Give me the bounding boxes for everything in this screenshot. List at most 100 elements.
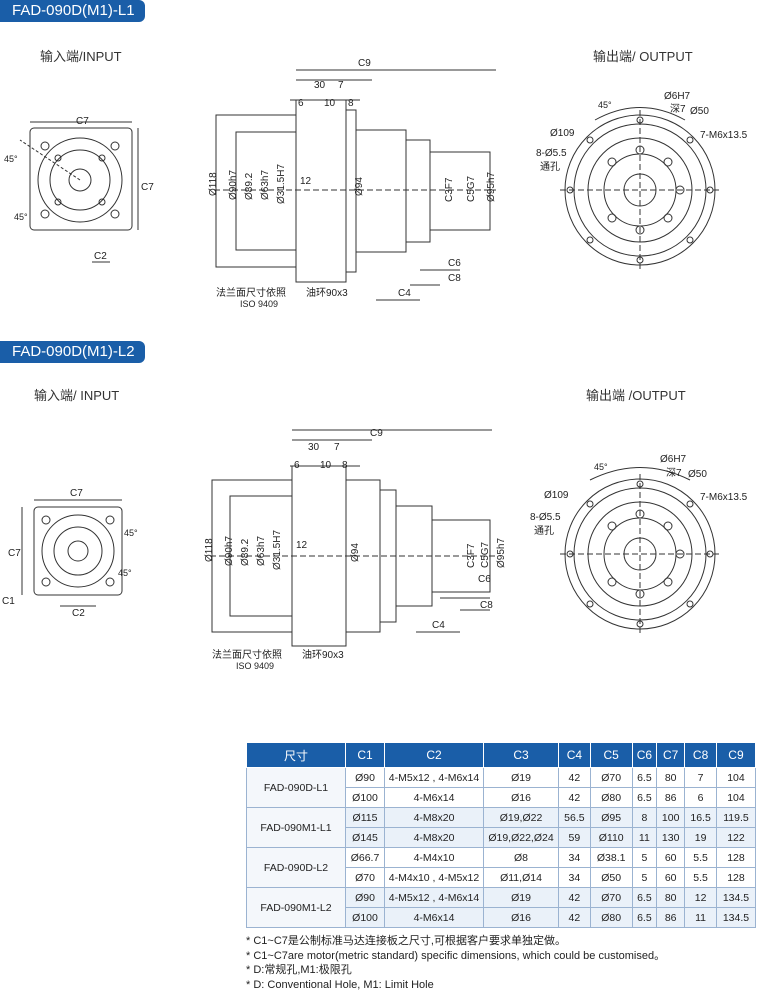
s2-c8: C8: [480, 600, 493, 611]
s1-phi892: Ø89.2: [244, 172, 255, 200]
dimension-table: 尺寸 C1 C2 C3 C4 C5 C6 C7 C8 C9 FAD-090D-L…: [246, 742, 757, 928]
s1-d6: 6: [298, 98, 304, 109]
s2-c6: C6: [478, 574, 491, 585]
table-cell: Ø80: [589, 907, 633, 928]
s1-out-45: 45°: [598, 100, 612, 110]
model-cell: FAD-090M1-L2: [246, 887, 346, 928]
s1-c9: C9: [358, 58, 371, 69]
table-cell: 4-M5x12 , 4-M6x14: [384, 887, 484, 908]
th-c7: C7: [656, 742, 686, 768]
s1-c6: C6: [448, 258, 461, 269]
table-cell: Ø19,Ø22,Ø24: [483, 827, 559, 848]
th-c5: C5: [589, 742, 633, 768]
table-cell: Ø115: [345, 807, 385, 828]
table-cell: 11: [631, 827, 658, 848]
table-cell: Ø8: [483, 847, 559, 868]
s1-c5: C5G7: [466, 175, 477, 202]
table-cell: Ø95: [589, 807, 633, 828]
table-cell: 5.5: [684, 847, 717, 868]
s2-d10: 10: [320, 460, 332, 471]
s1-c2: C2: [94, 251, 107, 262]
s2-c5: C5G7: [480, 541, 491, 568]
table-cell: 12: [684, 887, 717, 908]
s2-holes: 8-Ø5.5: [530, 512, 561, 523]
s2-phi94: Ø94: [350, 543, 361, 562]
s2-phi63: Ø63h7: [256, 536, 267, 566]
footnotes: * C1~C7是公制标准马达连接板之尺寸,可根据客户要求单独定做。 * C1~C…: [246, 934, 665, 992]
table-cell: 6.5: [631, 767, 658, 788]
table-cell: 6.5: [631, 887, 658, 908]
s1-c7-side: C7: [141, 182, 154, 193]
s2-flange: 法兰面尺寸依照: [212, 648, 282, 661]
s1-45-b: 45°: [14, 212, 28, 222]
s1-phi118: Ø118: [208, 172, 219, 196]
s1-c4: C4: [398, 288, 411, 299]
section2-title: FAD-090D(M1)-L2: [0, 341, 145, 363]
table-cell: 34: [558, 867, 591, 888]
s2-phi118: Ø118: [204, 538, 215, 562]
table-cell: 4-M8x20: [384, 807, 484, 828]
s1-d8: 8: [348, 98, 354, 109]
table-cell: 59: [558, 827, 591, 848]
table-cell: Ø80: [589, 787, 633, 808]
table-cell: 130: [656, 827, 686, 848]
s2-d12: 12: [296, 540, 308, 551]
s2-45-a: 45°: [124, 528, 138, 538]
s2-deep7: 深7: [666, 467, 682, 479]
note-2: * C1~C7are motor(metric standard) specif…: [246, 949, 666, 962]
table-cell: Ø100: [345, 787, 385, 808]
s1-phi109: Ø109: [550, 128, 575, 139]
s1-d30: 30: [314, 80, 326, 91]
table-cell: 6: [684, 787, 717, 808]
s1-c8: C8: [448, 273, 461, 284]
section2-side-view: [210, 429, 496, 647]
s1-phi94: Ø94: [354, 177, 365, 196]
s2-c1: C1: [2, 596, 15, 607]
s1-deep7: 深7: [670, 103, 686, 115]
s1-phi95: Ø95h7: [486, 172, 497, 202]
s1-d12: 12: [300, 176, 312, 187]
table-header-row: 尺寸 C1 C2 C3 C4 C5 C6 C7 C8 C9: [246, 742, 757, 768]
table-cell: 134.5: [715, 907, 757, 928]
th-c3: C3: [483, 742, 559, 768]
table-cell: 86: [656, 787, 686, 808]
table-cell: Ø90: [345, 767, 385, 788]
note-4: * D: Conventional Hole, M1: Limit Hole: [246, 978, 434, 991]
s1-holes: 8-Ø5.5: [536, 148, 567, 159]
section1-input-label: 输入端/INPUT: [40, 49, 122, 64]
s2-phi90: Ø90h7: [224, 536, 235, 566]
table-cell: 5: [631, 847, 658, 868]
table-cell: 42: [558, 907, 591, 928]
th-c8: C8: [684, 742, 717, 768]
section1-drawing: C7 C7 C2 45° 45° C9 30 7 6 10 8 12 Ø118 …: [4, 58, 748, 309]
s1-phi63: Ø63h7: [260, 170, 271, 200]
table-cell: 11: [684, 907, 717, 928]
s2-phi50: Ø50: [688, 469, 707, 480]
section2-output-view: [560, 467, 720, 634]
note-3: * D:常规孔,M1:极限孔: [246, 964, 352, 976]
table-cell: 6.5: [631, 907, 658, 928]
s2-d30: 30: [308, 442, 320, 453]
s1-through: 通孔: [540, 161, 560, 173]
s2-through: 通孔: [534, 525, 554, 537]
table-cell: Ø19,Ø22: [483, 807, 559, 828]
th-size: 尺寸: [246, 742, 346, 768]
th-c9: C9: [715, 742, 757, 768]
th-c4: C4: [558, 742, 591, 768]
table-cell: Ø66.7: [345, 847, 385, 868]
section1-side-view: [214, 69, 496, 301]
table-cell: 5: [631, 867, 658, 888]
s2-c2: C2: [72, 608, 85, 619]
s1-c3: C3F7: [444, 177, 455, 202]
s2-c9: C9: [370, 428, 383, 439]
note-1: * C1~C7是公制标准马达连接板之尺寸,可根据客户要求单独定做。: [246, 935, 566, 947]
table-cell: 128: [715, 867, 757, 888]
table-cell: 19: [684, 827, 717, 848]
s2-c7-side: C7: [8, 548, 21, 559]
